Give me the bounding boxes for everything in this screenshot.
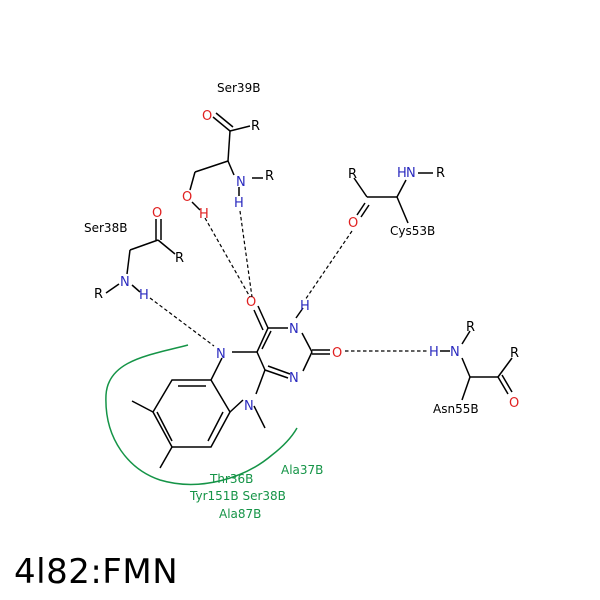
hydrophobic-label-tyr151-ser38: Tyr151B Ser38B: [189, 489, 286, 503]
atom-ser38-h: H: [139, 288, 149, 303]
atom-ser38-r2: R: [94, 287, 103, 302]
atom-o4: O: [246, 295, 256, 310]
atom-n1: N: [289, 371, 299, 386]
hydrophobic-label-thr36: Thr36B: [209, 472, 253, 486]
atom-asn55-r2: R: [510, 346, 519, 361]
hydrophobic-label-ala37: Ala37B: [281, 463, 323, 477]
atom-ser39-r2: R: [265, 169, 274, 184]
atom-asn55-h: H: [429, 345, 439, 360]
atom-ser39-og: O: [182, 190, 192, 205]
residue-label-asn55: Asn55B: [433, 402, 479, 416]
residue-label-ser38: Ser38B: [84, 221, 127, 235]
hbond-ser39-og: [204, 217, 251, 298]
hbond-cys53: [304, 230, 353, 301]
atom-n10: N: [244, 399, 254, 414]
atom-ser39-n: N: [236, 175, 246, 190]
residue-label-ser39: Ser39B: [217, 81, 260, 95]
atom-ser39-h: H: [234, 196, 244, 211]
residue-ser38: Ser38B O R N R H: [84, 206, 184, 303]
atom-ser39-o: O: [202, 109, 212, 124]
hydrophobic-labels: Ala37B Thr36B Tyr151B Ser38B Ala87B: [189, 463, 323, 521]
residue-asn55: H N R R O Asn55B: [429, 320, 519, 416]
atom-cys53-h: H: [397, 166, 407, 181]
atom-o2: O: [332, 346, 342, 361]
atom-asn55-n: N: [450, 345, 460, 360]
atom-cys53-o: O: [348, 216, 358, 231]
hbond-ser39-n: [239, 210, 253, 298]
atom-n5: N: [216, 347, 226, 362]
hydrogen-bonds: [149, 210, 428, 352]
ligand-caption: 4l82:FMN: [14, 552, 179, 592]
residue-ser39: Ser39B O R N R H O H: [182, 81, 274, 222]
hbond-ser38: [149, 297, 215, 347]
residue-label-cys53: Cys53B: [390, 224, 435, 238]
atom-asn55-r1: R: [466, 320, 475, 335]
atom-cys53-n: N: [406, 166, 416, 181]
atom-ser38-n: N: [120, 275, 130, 290]
atom-n3: N: [289, 322, 299, 337]
hydrophobic-arc: [105, 344, 298, 486]
fmn-ligand: N N N N O O H: [131, 295, 342, 469]
atom-ser38-r1: R: [175, 251, 184, 266]
atom-asn55-o: O: [509, 396, 519, 411]
atom-ser38-o: O: [152, 206, 162, 221]
hydrophobic-label-ala87: Ala87B: [219, 507, 261, 521]
atom-ser39-hg: H: [199, 207, 209, 222]
atom-h3: H: [300, 299, 310, 314]
atom-cys53-r2: R: [436, 166, 445, 181]
atom-ser39-r1: R: [251, 119, 260, 134]
residue-cys53: R H N R O Cys53B: [348, 166, 445, 238]
atom-cys53-r1: R: [348, 167, 357, 182]
